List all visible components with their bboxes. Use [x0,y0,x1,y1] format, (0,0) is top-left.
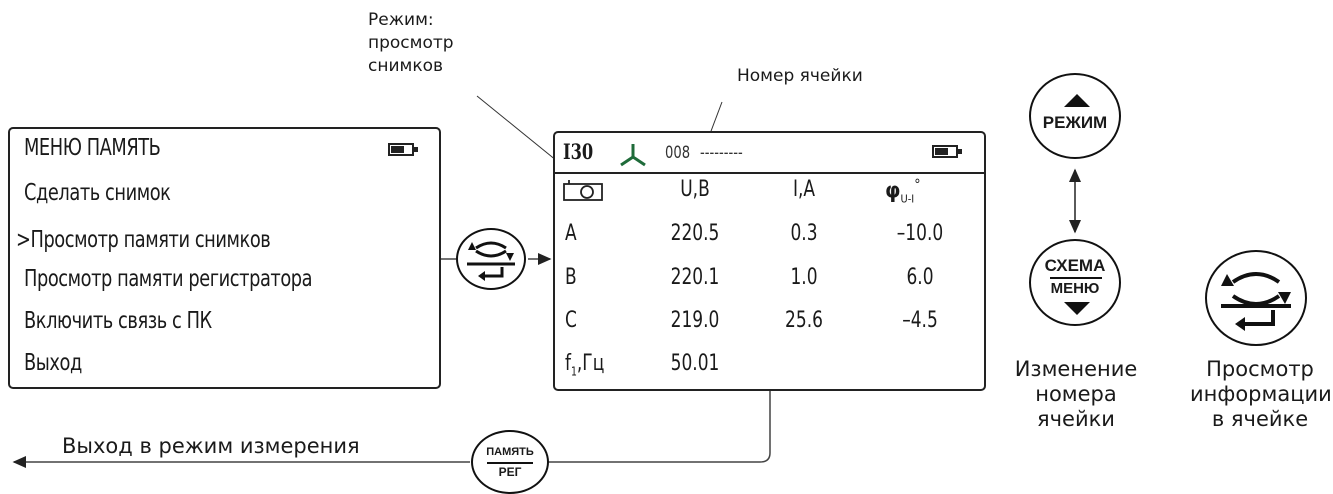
current-a: 0.3 [790,221,818,246]
phase-label-b: B [565,265,577,290]
phase-label-a: A [565,221,577,246]
frequency-value: 50.01 [670,351,720,376]
phi-subscript: U-I [900,192,915,206]
mode-callout-line3: снимков [368,56,444,76]
snapshot-view-screen: I30 008 --------- U,B I,A φU-I° A 220.5 … [553,131,986,391]
cell-dashes: --------- [700,143,743,163]
current-b: 1.0 [790,265,818,290]
memory-button-divider [487,462,533,464]
arrow-up-icon [1064,94,1090,107]
current-c: 25.6 [785,308,823,333]
freq-label-sub: 1 [570,364,577,379]
frequency-label: f1,Гц [565,351,604,378]
menu-item-exit[interactable]: Выход [24,350,82,376]
scheme-menu-divider [1050,277,1102,279]
menu-item-take-snapshot[interactable]: Сделать снимок [24,180,171,206]
cell-number: 008 [665,143,691,163]
freq-label-main: f [565,351,571,376]
phi-unit: ° [914,177,921,193]
mode-callout: Режим: просмотр снимков [368,10,454,77]
voltage-c: 219.0 [670,308,720,333]
header-divider [555,172,984,174]
mode-code: I30 [563,139,594,164]
change-caption-line1: Изменение [1014,357,1138,381]
battery-icon [932,145,962,158]
change-cell-caption: Изменение номера ячейки [1010,357,1142,432]
view-caption-line3: в ячейке [1211,407,1309,431]
memory-reg-button[interactable]: ПАМЯТЬ РЕГ [471,430,549,494]
mode-callout-line1: Режим: [368,10,434,30]
menu-memory-screen: МЕНЮ ПАМЯТЬ Сделать снимок >Просмотр пам… [8,127,441,389]
menu-item-view-registrator[interactable]: Просмотр памяти регистратора [24,266,313,292]
phase-angle-b: 6.0 [906,265,934,290]
scheme-button-label: СХЕМА [1044,256,1106,275]
reg-button-label: РЕГ [498,465,522,479]
scheme-menu-button[interactable]: СХЕМА МЕНЮ [1029,239,1121,326]
battery-icon [388,143,418,156]
mode-button-label: РЕЖИМ [1042,113,1108,132]
menu-item-pc-link[interactable]: Включить связь с ПК [24,308,212,334]
menu-item-view-snapshots[interactable]: >Просмотр памяти снимков [16,227,271,253]
voltage-b: 220.1 [670,265,720,290]
view-caption-line1: Просмотр [1206,357,1314,381]
mode-callout-line2: просмотр [368,33,454,53]
view-cell-caption: Просмотр информации в ячейке [1190,357,1332,432]
phase-angle-c: –4.5 [902,308,938,333]
phi-symbol: φ [885,178,901,204]
col-header-phase-angle: φU-I° [885,177,921,206]
exit-path-line [548,390,771,463]
phase-label-c: C [565,308,577,333]
col-header-current: I,A [792,177,816,202]
view-caption-line2: информации [1190,382,1332,406]
menu-title: МЕНЮ ПАМЯТЬ [24,135,161,161]
exit-caption: Выход в режим измерения [62,434,360,458]
voltage-a: 220.5 [670,221,720,246]
mode-button[interactable]: РЕЖИМ [1029,73,1121,159]
arrow-down-icon [1064,302,1090,315]
cell-number-callout: Номер ячейки [737,66,863,86]
three-phase-star-icon [620,144,646,167]
view-cell-button[interactable] [1205,250,1307,346]
col-header-voltage: U,B [680,177,710,202]
menu-button-label: МЕНЮ [1050,280,1100,297]
memory-button-label: ПАМЯТЬ [486,446,534,458]
cycle-enter-icon [467,241,515,281]
change-caption-line2: номера [1035,382,1117,406]
freq-label-unit: ,Гц [576,351,605,376]
camera-icon [563,180,603,201]
cycle-enter-icon [1221,272,1291,331]
phase-angle-a: –10.0 [896,221,944,246]
enter-cycle-button[interactable] [456,228,526,290]
change-caption-line3: ячейки [1037,407,1115,431]
